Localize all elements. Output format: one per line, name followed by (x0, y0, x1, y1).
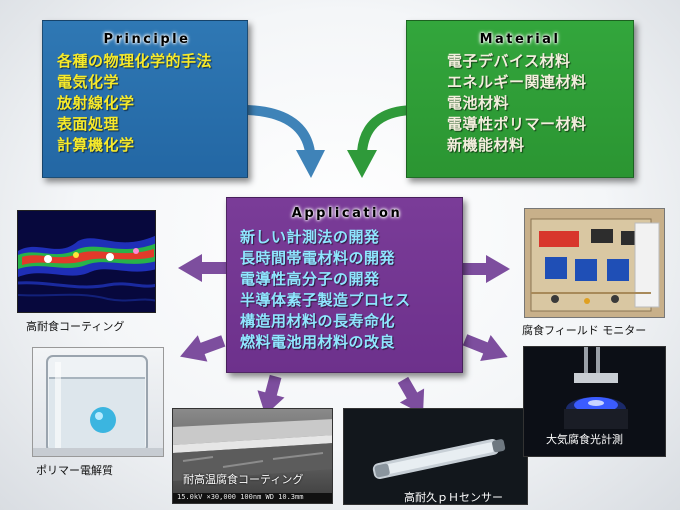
arrow-to-field-monitor (462, 255, 510, 283)
optical-setup-image (524, 347, 665, 456)
circuit-board-image (525, 209, 664, 317)
material-list: 電子デバイス材料 エネルギー関連材料 電池材料 電導性ポリマー材料 新機能材料 (447, 51, 623, 156)
application-list: 新しい計測法の開発 長時間帯電材料の開発 電導性高分子の開発 半導体素子製造プロ… (240, 227, 454, 353)
arrow-to-polymer-electrolyte (180, 335, 226, 362)
ph-sensor-photo: 高耐久ｐＨセンサー (343, 408, 528, 505)
application-item: 新しい計測法の開発 (240, 228, 380, 246)
material-to-application-arrow (347, 105, 417, 178)
application-item: 構造用材料の長寿命化 (240, 312, 396, 330)
principle-item: 放射線化学 (57, 94, 135, 112)
beaker-image (33, 355, 163, 456)
principle-title: Principle (103, 32, 191, 47)
principle-box: Principle 各種の物理化学的手法 電気化学 放射線化学 表面処理 計算機… (42, 20, 248, 178)
material-item: 電導性ポリマー材料 (447, 115, 587, 133)
application-item: 燃料電池用材料の改良 (240, 333, 396, 351)
heat-resistant-coating-photo: 耐高温腐食コーティング 15.0kV ×30,000 100nm WD 10.3… (172, 408, 333, 504)
application-title: Application (291, 206, 403, 221)
principle-item: 計算機化学 (57, 136, 135, 154)
corrosion-coating-caption: 高耐食コーティング (26, 320, 125, 333)
ph-sensor-caption: 高耐久ｐＨセンサー (404, 491, 503, 504)
application-box: Application 新しい計測法の開発 長時間帯電材料の開発 電導性高分子の… (226, 197, 463, 373)
principle-item: 表面処理 (57, 115, 120, 133)
material-item: 電池材料 (447, 94, 510, 112)
application-outgoing-arrows (178, 254, 510, 416)
material-box: Material 電子デバイス材料 エネルギー関連材料 電池材料 電導性ポリマー… (406, 20, 634, 178)
corrosion-coating-image (18, 211, 155, 312)
principle-item: 電気化学 (57, 73, 120, 91)
material-item: エネルギー関連材料 (447, 73, 587, 91)
application-item: 長時間帯電材料の開発 (240, 249, 396, 267)
material-item: 新機能材料 (447, 136, 525, 154)
field-monitor-photo (524, 208, 665, 318)
optical-measurement-photo: 大気腐食光計測 (523, 346, 666, 457)
arrow-to-optical-measurement (462, 334, 508, 361)
principle-item: 各種の物理化学的手法 (57, 52, 213, 70)
sem-image (173, 409, 332, 503)
polymer-electrolyte-photo (32, 347, 164, 457)
sem-scale-bar: 15.0kV ×30,000 100nm WD 10.3mm (177, 493, 304, 501)
polymer-electrolyte-caption: ポリマー電解質 (36, 464, 113, 477)
application-item: 半導体素子製造プロセス (240, 291, 411, 309)
field-monitor-caption: 腐食フィールド モニター (522, 324, 647, 337)
material-title: Material (479, 32, 561, 47)
corrosion-coating-photo (17, 210, 156, 313)
application-item: 電導性高分子の開発 (240, 270, 380, 288)
sensor-image (344, 409, 527, 504)
principle-list: 各種の物理化学的手法 電気化学 放射線化学 表面処理 計算機化学 (57, 51, 237, 156)
material-item: 電子デバイス材料 (447, 52, 571, 70)
optical-measurement-caption: 大気腐食光計測 (546, 433, 623, 446)
arrow-to-corrosion-coating (178, 254, 226, 282)
heat-resistant-coating-caption: 耐高温腐食コーティング (183, 473, 304, 486)
